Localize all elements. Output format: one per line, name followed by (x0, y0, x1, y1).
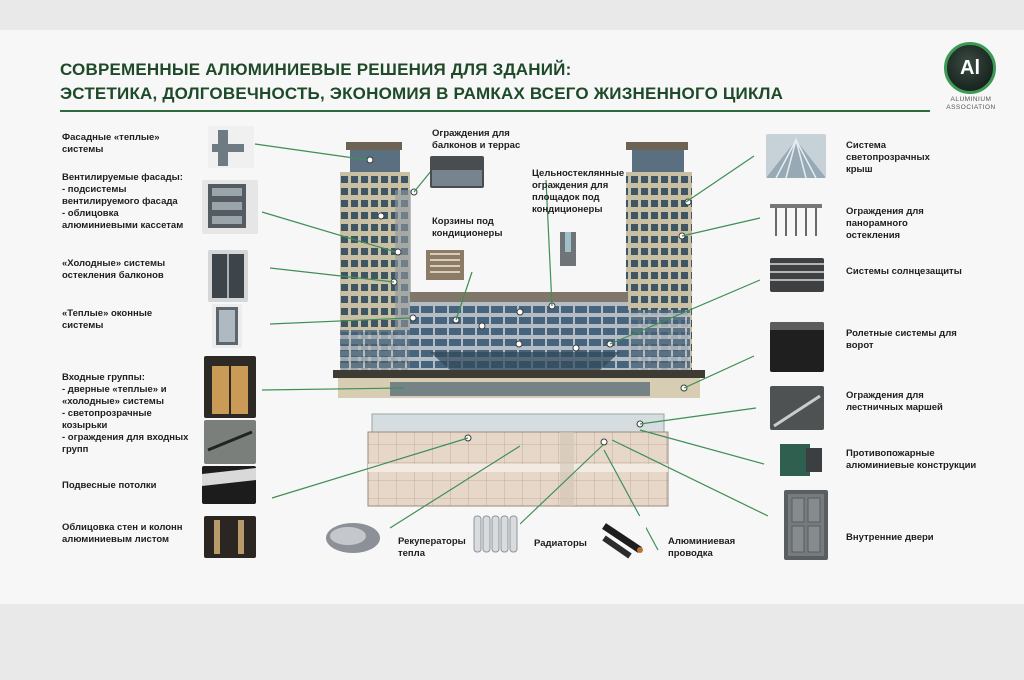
label-interior-doors: Внутренние двери (846, 532, 934, 543)
title-line-1: СОВРЕМЕННЫЕ АЛЮМИНИЕВЫЕ РЕШЕНИЯ ДЛЯ ЗДАН… (60, 60, 572, 79)
label-radiators: Радиаторы (534, 538, 587, 549)
ventilated-facade-icon (202, 180, 258, 234)
entrance-railing-icon (204, 420, 256, 464)
label-wall-cladding: Облицовка стен и колонн алюминиевым лист… (62, 522, 183, 545)
aluminium-association-logo: Al (944, 42, 996, 94)
fireproof-construction-icon (776, 440, 826, 480)
label-ac-baskets: Корзины под кондиционеры (432, 216, 503, 239)
roller-shutter-icon (770, 322, 824, 372)
building-illustration (333, 142, 705, 507)
logo-caption: ALUMINIUM ASSOCIATION (946, 96, 996, 111)
label-recuperators: Рекуператоры тепла (398, 536, 466, 559)
label-roller-shutters: Ролетные системы для ворот (846, 328, 957, 351)
balcony-glazing-icon (208, 250, 248, 302)
label-aluminium-wiring: Алюминиевая проводка (668, 536, 736, 559)
label-warm-facade: Фасадные «теплые» системы (62, 132, 160, 155)
skylight-roof-icon (766, 134, 826, 178)
label-entrance-groups: Входные группы: - дверные «теплые» и «хо… (62, 372, 189, 455)
entrance-group-icon (204, 356, 256, 418)
facade-profile-icon (208, 126, 254, 168)
right-tower (626, 142, 692, 382)
ac-basket-icon (422, 244, 468, 284)
glass-railing-profile-icon (554, 228, 582, 270)
connector-lines (254, 143, 769, 551)
stair-railing-icon (770, 386, 824, 430)
page-title: СОВРЕМЕННЫЕ АЛЮМИНИЕВЫЕ РЕШЕНИЯ ДЛЯ ЗДАН… (60, 58, 783, 106)
logo-mark: Al (960, 56, 980, 79)
floor-plan (367, 413, 669, 507)
sun-shading-icon (770, 258, 824, 292)
label-suspended-ceilings: Подвесные потолки (62, 480, 157, 491)
label-skylight-roofs: Система светопрозрачных крыш (846, 140, 930, 175)
label-warm-windows: «Теплые» оконные системы (62, 308, 153, 331)
title-rule (60, 110, 930, 112)
label-panoramic-railings: Ограждения для панорамного остекления (846, 206, 924, 241)
radiator-icon (470, 512, 520, 556)
label-stair-railings: Ограждения для лестничных маршей (846, 390, 943, 413)
wall-cladding-icon (204, 516, 256, 558)
label-glass-railings: Цельностеклянные ограждения для площадок… (532, 168, 625, 215)
window-icon (212, 304, 242, 348)
label-balcony-railings: Ограждения для балконов и террас (432, 128, 521, 151)
title-line-2: ЭСТЕТИКА, ДОЛГОВЕЧНОСТЬ, ЭКОНОМИЯ В РАМК… (60, 84, 784, 103)
interior-door-icon (784, 490, 828, 560)
podium (333, 370, 705, 398)
label-ventilated-facades: Вентилируемые фасады: - подсистемы венти… (62, 172, 184, 231)
balcony-railing-icon (430, 156, 484, 188)
label-cold-balcony-glazing: «Холодные» системы остекления балконов (62, 258, 166, 281)
slide: СОВРЕМЕННЫЕ АЛЮМИНИЕВЫЕ РЕШЕНИЯ ДЛЯ ЗДАН… (0, 30, 1024, 604)
recuperator-icon (324, 518, 382, 558)
label-fireproof-constructions: Противопожарные алюминиевые конструкции (846, 448, 977, 471)
label-sun-shading: Системы солнцезащиты (846, 266, 962, 277)
aluminium-wiring-icon (600, 516, 646, 560)
panoramic-railing-icon (768, 200, 824, 240)
suspended-ceiling-icon (202, 466, 256, 504)
